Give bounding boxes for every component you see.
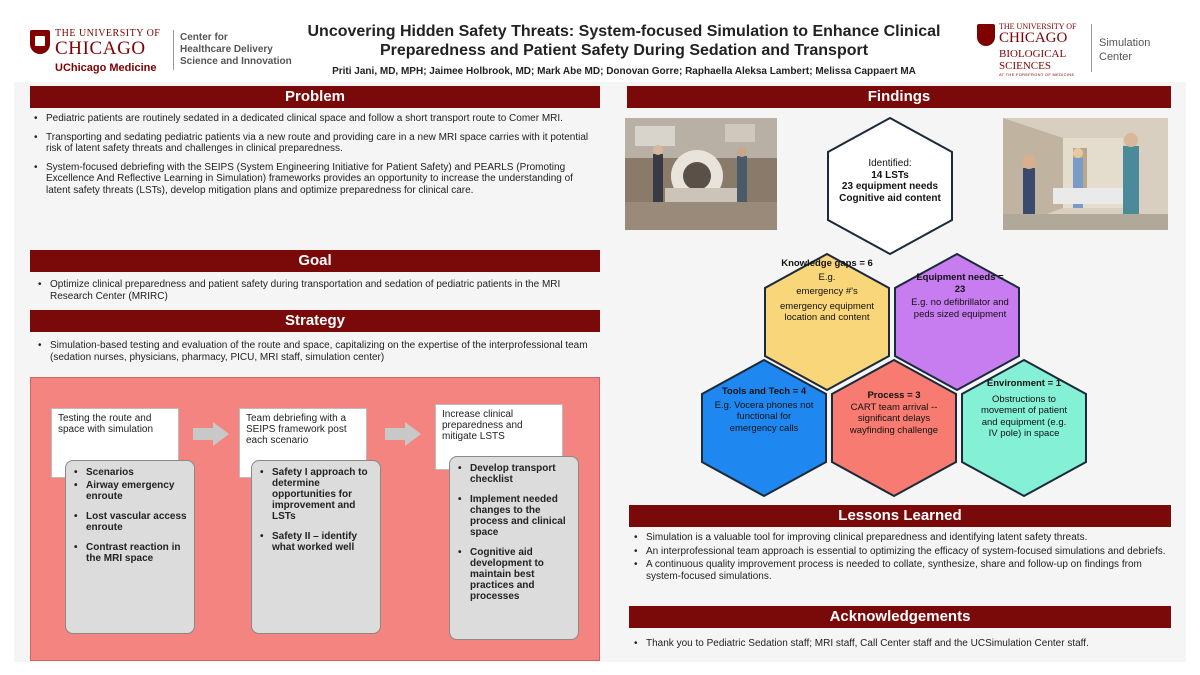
hexagon-identified-text: Identified: 14 LSTs 23 equipment needs C… — [832, 158, 948, 204]
problem-heading: Problem — [30, 86, 600, 108]
process-arrow-icon — [193, 422, 229, 446]
uchicago-shield-icon — [30, 30, 50, 54]
step-detail-item: Airway emergency enroute — [72, 480, 188, 502]
bsd-shield-icon — [977, 24, 995, 46]
identified-label: Identified: — [868, 158, 912, 169]
step-details-testing: Scenarios Airway emergency enroute Lost … — [65, 460, 195, 634]
strategy-section: Simulation-based testing and evaluation … — [36, 340, 592, 370]
problem-bullet: Transporting and sedating pediatric pati… — [32, 132, 592, 155]
poster-authors: Priti Jani, MD, MPH; Jaimee Holbrook, MD… — [332, 66, 916, 77]
environment-example: Obstructions to movement of patient and … — [980, 393, 1068, 440]
lessons-bullet: A continuous quality improvement process… — [632, 559, 1168, 582]
hexagon-process-text: Process = 3 CART team arrival -- signifi… — [846, 390, 942, 436]
hexagon-environment — [961, 358, 1087, 498]
acknowledgements-section: Thank you to Pediatric Sedation staff; M… — [632, 638, 1168, 657]
hexagon-knowledge-text: Knowledge gaps = 6 E.g. emergency #'s em… — [776, 258, 878, 324]
step-detail-item: Scenarios — [72, 467, 188, 478]
step-detail-item: Cognitive aid development to maintain be… — [456, 547, 572, 602]
knowledge-eg: E.g. — [818, 271, 836, 283]
step-detail-item: Safety II – identify what worked well — [258, 531, 374, 553]
strategy-heading: Strategy — [30, 310, 600, 332]
step-detail-item: Implement needed changes to the process … — [456, 494, 572, 538]
equipment-needs-title: Equipment needs = 23 — [916, 272, 1004, 295]
step-detail-item: Lost vascular access enroute — [72, 511, 188, 533]
hexagon-tools-tech — [701, 358, 827, 498]
bsd-tagline: AT THE FOREFRONT OF MEDICINE — [999, 72, 1075, 77]
identified-lsts: 14 LSTs — [871, 169, 909, 181]
identified-cognitive-aid: Cognitive aid content — [839, 192, 941, 204]
step-details-preparedness: Develop transport checklist Implement ne… — [449, 456, 579, 640]
lessons-bullet: An interprofessional team approach is es… — [632, 546, 1168, 558]
acknowledgements-heading: Acknowledgements — [629, 606, 1171, 628]
poster-title-line2: Preparedness and Patient Safety During S… — [379, 42, 869, 59]
logo-medicine-text: UChicago Medicine — [55, 62, 157, 74]
lessons-learned-section: Simulation is a valuable tool for improv… — [632, 532, 1168, 584]
step-detail-item: Develop transport checklist — [456, 463, 572, 485]
tools-tech-example: E.g. Vocera phones not functional for em… — [714, 399, 814, 434]
poster-header: THE UNIVERSITY OF CHICAGO UChicago Medic… — [14, 14, 1186, 82]
center-name: Center for Healthcare Delivery Science a… — [180, 32, 300, 68]
lessons-learned-heading: Lessons Learned — [629, 505, 1171, 527]
knowledge-emergency-numbers: emergency #'s — [796, 286, 858, 297]
bsd-sciences-text: SCIENCES — [999, 60, 1051, 72]
hexagon-identified — [827, 116, 953, 256]
strategy-process-diagram: Testing the route and space with simulat… — [30, 377, 600, 661]
lessons-bullet: Simulation is a valuable tool for improv… — [632, 532, 1168, 544]
tools-tech-title: Tools and Tech = 4 — [721, 386, 807, 397]
acknowledgements-bullet: Thank you to Pediatric Sedation staff; M… — [632, 638, 1168, 650]
logo-university-text: THE UNIVERSITY OF — [55, 28, 161, 39]
problem-bullet: System-focused debriefing with the SEIPS… — [32, 162, 592, 197]
center-name-line1: Center for — [180, 32, 228, 43]
uchicago-medicine-logo: THE UNIVERSITY OF CHICAGO UChicago Medic… — [30, 28, 292, 76]
identified-equipment: 23 equipment needs — [841, 181, 939, 192]
hallway-transport-photo — [1003, 118, 1168, 230]
hexagon-equipment-needs — [894, 252, 1020, 392]
step-details-debriefing: Safety I approach to determine opportuni… — [251, 460, 381, 634]
bsd-bio-sciences-text: BIOLOGICAL SCIENCES — [999, 48, 1066, 72]
poster-title: Uncovering Hidden Safety Threats: System… — [294, 22, 954, 60]
goal-bullet: Optimize clinical preparedness and patie… — [36, 279, 592, 302]
simulation-center-label: Simulation Center — [1099, 36, 1161, 64]
goal-heading: Goal — [30, 250, 600, 272]
knowledge-gaps-title: Knowledge gaps = 6 — [781, 258, 873, 269]
logo-chicago-text: CHICAGO — [55, 38, 146, 59]
environment-title: Environment = 1 — [986, 378, 1062, 389]
goal-section: Optimize clinical preparedness and patie… — [36, 279, 592, 309]
hexagon-equipment-text: Equipment needs = 23 E.g. no defibrillat… — [910, 272, 1010, 320]
center-label: Center — [1099, 51, 1133, 63]
problem-bullet: Pediatric patients are routinely sedated… — [32, 113, 592, 125]
findings-hexagon-diagram — [701, 116, 1087, 498]
strategy-bullet: Simulation-based testing and evaluation … — [36, 340, 592, 363]
bsd-biological-text: BIOLOGICAL — [999, 48, 1067, 60]
bsd-divider — [1091, 24, 1092, 72]
knowledge-equipment-location: emergency equipment location and content — [780, 300, 874, 324]
process-title: Process = 3 — [867, 390, 921, 401]
poster-title-line1: Uncovering Hidden Safety Threats: System… — [307, 23, 941, 40]
hexagon-process — [831, 358, 957, 498]
hexagon-tools-text: Tools and Tech = 4 E.g. Vocera phones no… — [714, 386, 814, 434]
poster: THE UNIVERSITY OF CHICAGO UChicago Medic… — [14, 14, 1186, 662]
equipment-example: E.g. no defibrillator and peds sized equ… — [911, 297, 1009, 320]
hexagon-knowledge-gaps — [764, 252, 890, 392]
hexagon-environment-text: Environment = 1 Obstructions to movement… — [976, 378, 1072, 440]
findings-heading: Findings — [627, 86, 1171, 108]
problem-section: Pediatric patients are routinely sedated… — [32, 113, 592, 203]
center-name-line2: Healthcare Delivery — [180, 44, 273, 55]
step-detail-item: Safety I approach to determine opportuni… — [258, 467, 374, 522]
bsd-simulation-center-logo: THE UNIVERSITY OF CHICAGO BIOLOGICAL SCI… — [971, 18, 1163, 80]
mri-room-photo — [625, 118, 777, 230]
center-name-line3: Science and Innovation — [180, 56, 292, 67]
simulation-label: Simulation — [1099, 37, 1151, 49]
bsd-chicago-text: CHICAGO — [999, 30, 1068, 46]
process-arrow-icon — [385, 422, 421, 446]
bsd-university-text: THE UNIVERSITY OF — [999, 22, 1077, 31]
process-example: CART team arrival -- significant delays … — [849, 401, 939, 436]
step-detail-item: Contrast reaction in the MRI space — [72, 542, 188, 564]
logo-divider — [173, 30, 174, 70]
